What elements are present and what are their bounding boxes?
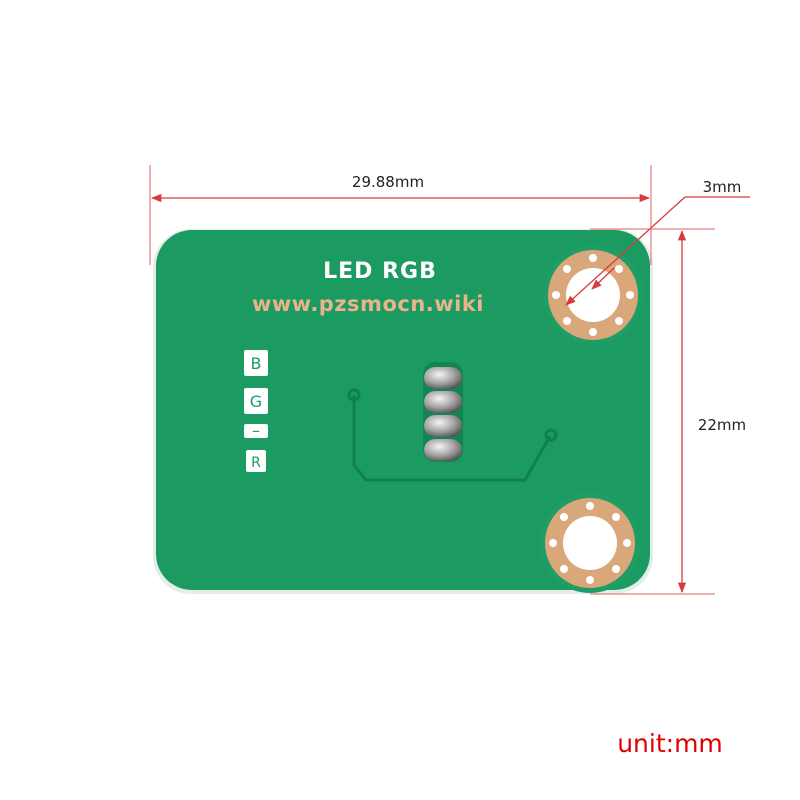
width-label: 29.88mm xyxy=(352,173,424,191)
pin-label-box-minus xyxy=(244,424,268,438)
via-left xyxy=(347,388,361,402)
via-right xyxy=(544,428,558,442)
board-title: LED RGB xyxy=(323,259,437,284)
pin-label-b: B xyxy=(251,354,262,373)
pcb-traces xyxy=(347,388,558,482)
hole-label: 3mm xyxy=(703,178,742,196)
hole-bottom-vias xyxy=(549,502,631,584)
height-label: 22mm xyxy=(698,416,746,434)
header-pin-1 xyxy=(424,367,462,389)
pin-label-g: G xyxy=(250,392,262,411)
mounting-hole-bottom xyxy=(540,493,640,593)
board-url: www.pzsmocn.wiki xyxy=(252,292,484,316)
hole-bottom-drill xyxy=(563,516,617,570)
hole-top-drill xyxy=(566,268,620,322)
header-pin-3 xyxy=(424,415,462,437)
pin-label-box-r xyxy=(246,450,266,472)
pin-label-box-g xyxy=(244,388,268,414)
pin-label-minus: – xyxy=(252,421,260,440)
hole-arrow-lower xyxy=(565,196,686,306)
pcb-board: LED RGB www.pzsmocn.wiki B G – R xyxy=(153,229,653,594)
header-pin-2 xyxy=(424,391,462,413)
height-dimension: 22mm xyxy=(590,228,746,595)
pin-labels: B G – R xyxy=(244,350,268,472)
trace-path xyxy=(352,395,552,482)
pin-label-r: R xyxy=(251,455,261,471)
pin-label-box-b xyxy=(244,350,268,376)
mounting-hole-top xyxy=(543,245,643,345)
width-dimension: 29.88mm xyxy=(149,165,652,265)
hole-arrow-upper xyxy=(591,267,615,290)
hole-dimension: 3mm xyxy=(565,178,750,306)
header-pins xyxy=(423,362,463,462)
pcb-surface xyxy=(156,230,650,590)
header-pin-4 xyxy=(424,439,462,461)
unit-label: unit:mm xyxy=(617,729,723,758)
hole-top-vias xyxy=(552,254,634,336)
